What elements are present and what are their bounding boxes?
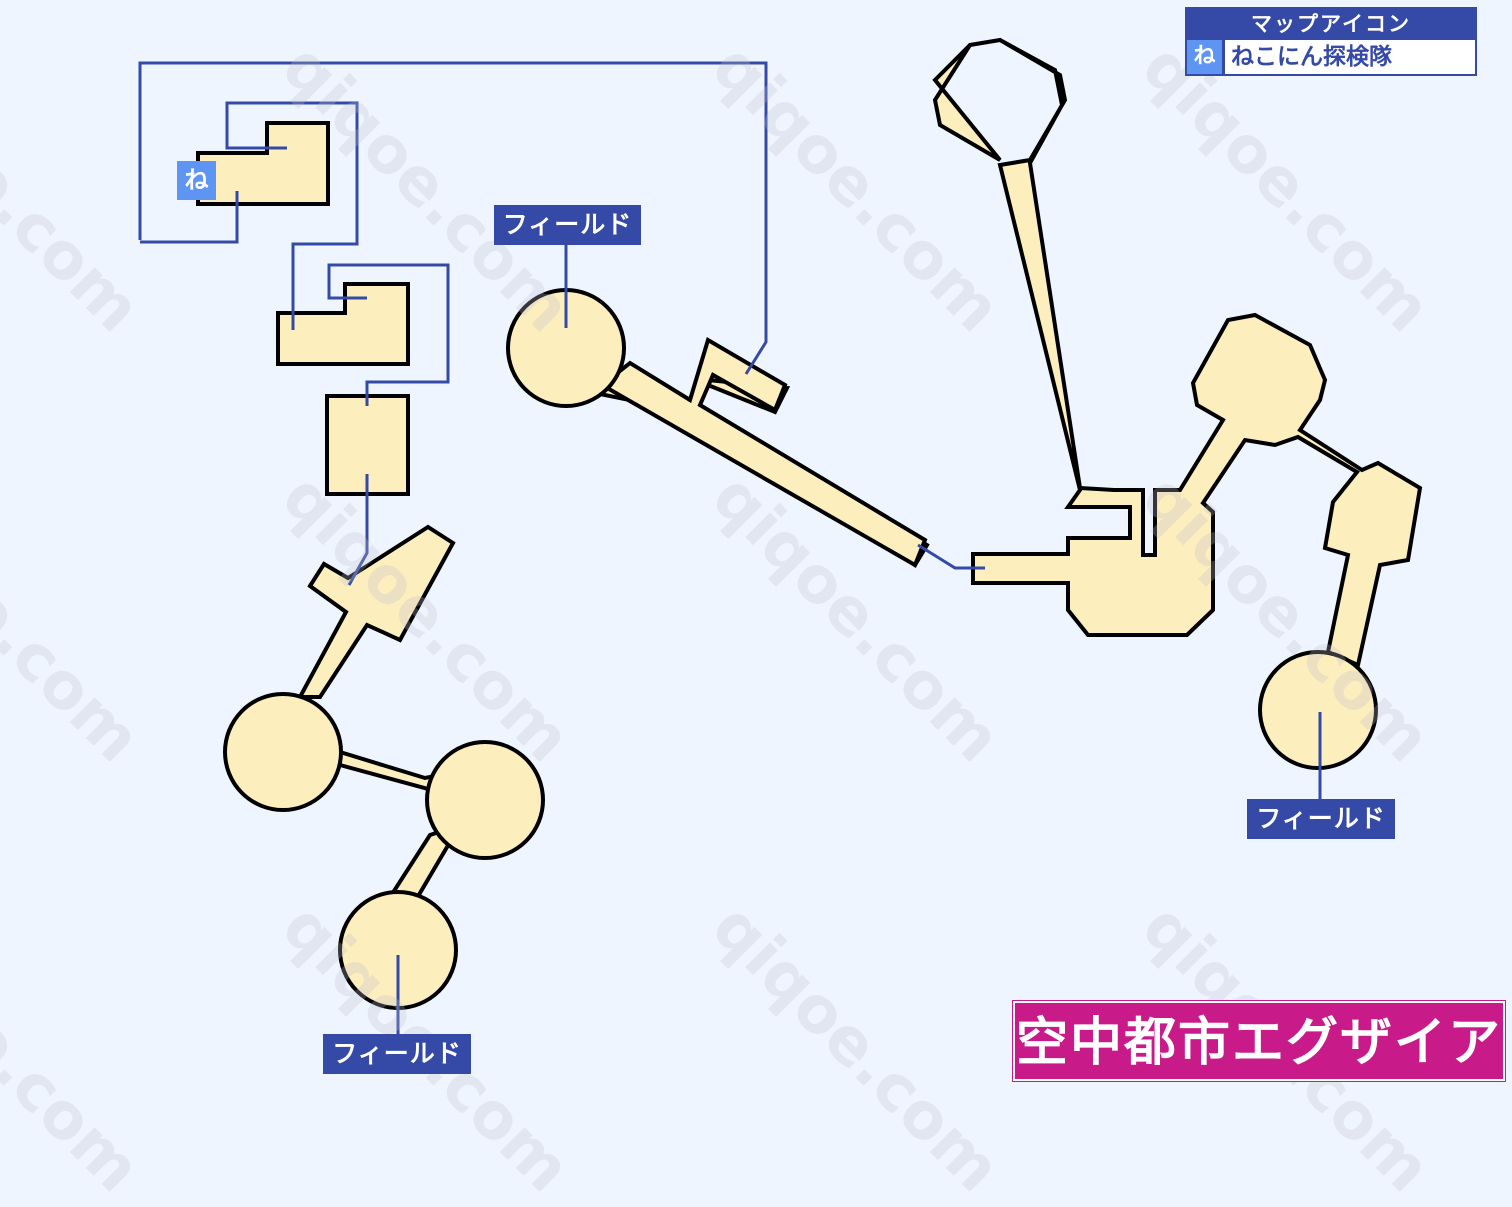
dungeon-map — [138, 37, 1423, 1034]
route-line — [347, 474, 369, 586]
map-room — [338, 749, 444, 793]
map-room — [196, 121, 330, 206]
route-line — [917, 543, 985, 570]
map-room-circle — [1258, 650, 1378, 770]
route-line — [138, 61, 768, 375]
map-room-circle — [223, 692, 343, 812]
nekonin-icon: ね — [1187, 40, 1225, 74]
route-line — [327, 263, 450, 406]
area-title: 空中都市エグザイア — [1013, 1001, 1505, 1081]
nekonin-marker-icon[interactable]: ね — [177, 161, 216, 200]
map-room — [325, 394, 410, 496]
field-exit-label[interactable]: フィールド — [323, 1034, 471, 1074]
legend-item-label: ねこにん探検隊 — [1225, 40, 1475, 74]
field-exit-label[interactable]: フィールド — [1247, 799, 1395, 839]
route-line — [225, 101, 359, 330]
map-room — [598, 336, 928, 568]
map-icon-legend: マップアイコン ね ねこにん探検隊 — [1185, 7, 1477, 76]
map-routes — [138, 61, 1322, 1034]
map-room — [932, 37, 1423, 668]
map-rooms — [196, 37, 1423, 1010]
route-line — [140, 191, 239, 244]
legend-item: ね ねこにん探検隊 — [1187, 40, 1475, 74]
legend-title: マップアイコン — [1251, 12, 1411, 36]
map-room — [276, 282, 410, 366]
map-room-circle — [425, 740, 545, 860]
field-exit-label[interactable]: フィールド — [494, 205, 641, 245]
map-room — [296, 524, 456, 699]
